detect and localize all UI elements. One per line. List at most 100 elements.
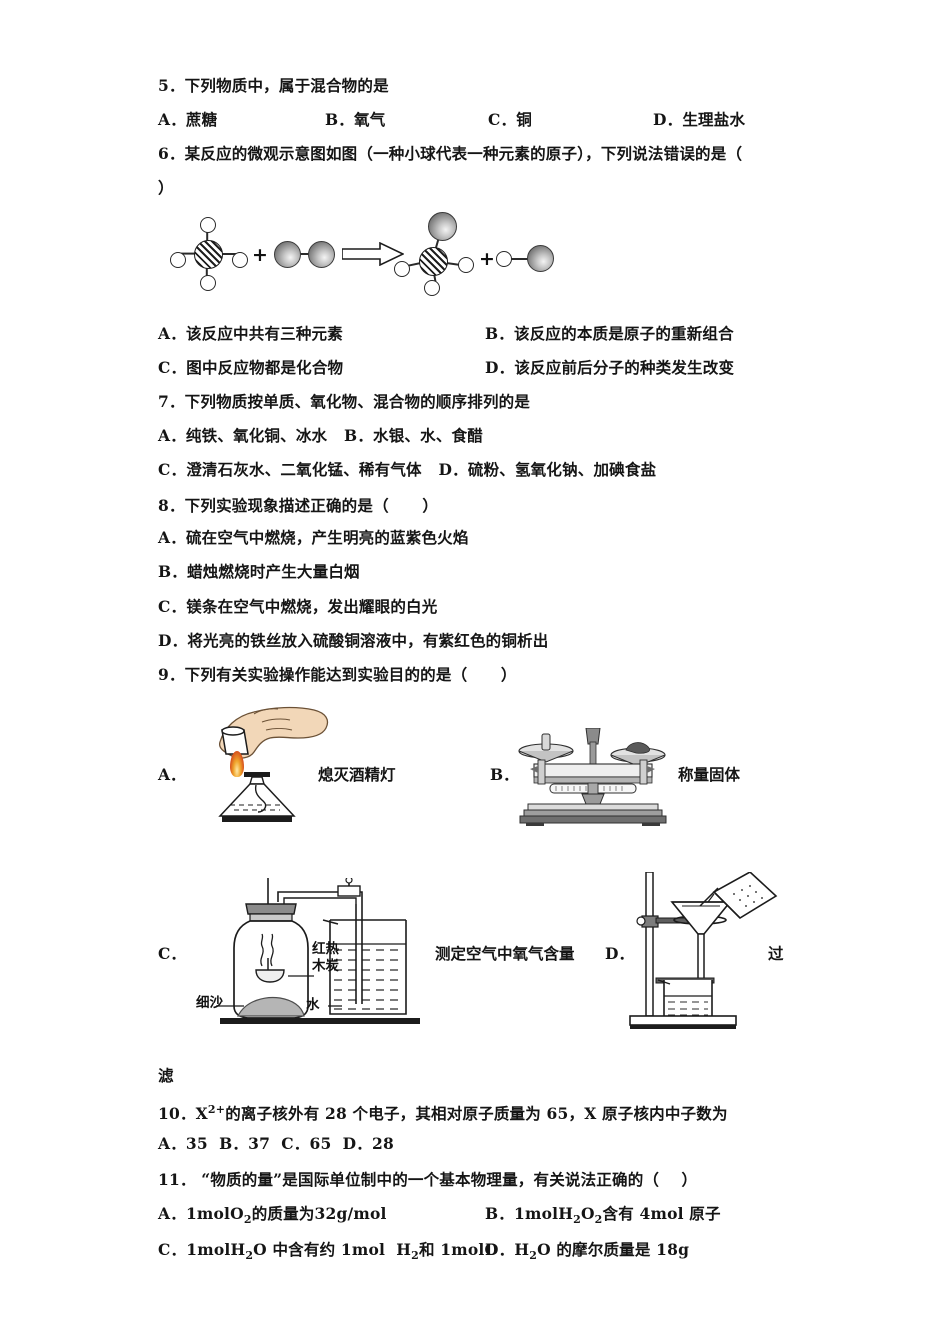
q8-option-a: A．硫在空气中燃烧，产生明亮的蓝紫色火焰 <box>158 528 469 548</box>
q5-option-c-text: 铜 <box>516 110 532 129</box>
plus-symbol-left: + <box>252 244 268 266</box>
q10-stem-prefix: 10．X <box>158 1104 208 1124</box>
q7-options-row-1: A．纯铁、氧化铜、冰水 B．水银、水、食醋 <box>158 426 483 445</box>
q6-option-b: B．该反应的本质是原子的重新组合 <box>485 324 734 344</box>
label-red-hot-charcoal: 红热 木炭 <box>312 941 339 974</box>
white-atom-p1-left <box>394 261 410 277</box>
q8-option-b-label: B． <box>158 562 188 581</box>
q5-option-a: A．蔗糖 <box>158 110 217 130</box>
q7-options-row-2: C．澄清石灰水、二氧化锰、稀有气体 D．硫粉、氢氧化钠、加碘食盐 <box>158 460 657 479</box>
q6-option-c-label: C． <box>158 358 187 377</box>
question-5-stem: 5．下列物质中，属于混合物的是 <box>158 76 389 95</box>
white-atom-r1-down <box>200 275 216 291</box>
q5-option-c: C．铜 <box>488 110 532 130</box>
alcohol-lamp-body <box>218 772 296 822</box>
q8-option-a-text: 硫在空气中燃烧，产生明亮的蓝紫色火焰 <box>185 528 469 547</box>
q6-option-d-label: D． <box>485 358 515 377</box>
q6-option-b-label: B． <box>485 324 515 343</box>
q5-option-b-label: B． <box>325 110 355 129</box>
q10-options-row: A．35 B．37 C．65 D．28 <box>158 1134 394 1153</box>
q11-option-c-text: 1molH2O 中含有约 1mol H2和 1molO <box>186 1240 499 1263</box>
q5-option-c-label: C． <box>488 110 517 129</box>
white-atom-p1-down <box>424 280 440 296</box>
question-6-stem-line2: ） <box>158 178 174 197</box>
q11-option-c: C．1molH2O 中含有约 1mol H2和 1molO <box>158 1240 498 1266</box>
question-7-stem: 7．下列物质按单质、氧化物、混合物的顺序排列的是 <box>158 392 531 411</box>
q8-option-c-text: 镁条在空气中燃烧，发出耀眼的白光 <box>186 597 438 616</box>
q5-option-a-label: A． <box>158 110 186 129</box>
microscopic-reaction-diagram: + + <box>170 212 554 296</box>
oxygen-apparatus-icon <box>216 876 420 1024</box>
q6-option-a-text: 该反应中共有三种元素 <box>185 324 343 343</box>
question-9-stem: 9．下列有关实验操作能达到实验目的的是（ ） <box>158 665 517 684</box>
label-fine-sand: 细沙 <box>196 995 223 1011</box>
alcohol-lamp-figure <box>208 702 333 824</box>
q9-option-c-caption: 测定空气中氧气含量 <box>435 944 575 963</box>
q11-option-d-label: D． <box>485 1240 515 1259</box>
q11-option-b: B．1molH2O2含有 4mol 原子 <box>485 1204 721 1230</box>
q9-option-b-label: B． <box>490 765 519 784</box>
balance-scale-icon <box>518 727 667 826</box>
q5-option-b: B．氧气 <box>325 110 385 130</box>
q11-option-a-text: 1molO2的质量为32g/mol <box>185 1204 387 1227</box>
q8-option-b-text: 蜡烛燃烧时产生大量白烟 <box>187 562 360 581</box>
gray-atom-p2 <box>527 245 554 272</box>
lamp-cap-icon <box>221 726 249 755</box>
q6-option-c: C．图中反应物都是化合物 <box>158 358 343 378</box>
q11-option-d-text: H2O 的摩尔质量是 18g <box>514 1240 690 1263</box>
reaction-arrow-icon <box>342 242 404 266</box>
q9-option-c-label: C． <box>158 944 186 963</box>
q8-option-a-label: A． <box>158 528 186 547</box>
question-10-stem: 10．X2+的离子核外有 28 个电子，其相对原子质量为 65，X 原子核内中子… <box>158 1100 728 1124</box>
bond-p2 <box>506 258 534 260</box>
q10-stem-rest: 的离子核外有 28 个电子，其相对原子质量为 65，X 原子核内中子数为 <box>225 1104 728 1124</box>
white-atom-r1-right <box>232 252 248 268</box>
q6-option-d: D．该反应前后分子的种类发生改变 <box>485 358 734 378</box>
q8-option-c: C．镁条在空气中燃烧，发出耀眼的白光 <box>158 597 437 617</box>
q9-option-a-label: A． <box>158 765 186 784</box>
q5-option-a-text: 蔗糖 <box>185 110 218 129</box>
q9-option-a-caption: 熄灭酒精灯 <box>318 765 396 784</box>
gray-atom-p1-top <box>428 212 457 241</box>
q5-option-d-text: 生理盐水 <box>682 110 746 129</box>
q9-option-d-label: D． <box>605 944 634 963</box>
question-8-stem: 8．下列实验现象描述正确的是（ ） <box>158 496 439 515</box>
hatched-atom-reactant <box>194 240 223 269</box>
q8-option-d-text: 将光亮的铁丝放入硫酸铜溶液中，有紫红色的铜析出 <box>187 631 549 650</box>
q8-option-d: D．将光亮的铁丝放入硫酸铜溶液中，有紫红色的铜析出 <box>158 631 548 651</box>
filtration-apparatus-icon <box>629 871 778 1029</box>
q11-option-b-label: B． <box>485 1204 515 1223</box>
q5-option-d-label: D． <box>653 110 683 129</box>
label-water: 水 <box>306 997 320 1013</box>
q6-option-b-text: 该反应的本质是原子的重新组合 <box>514 324 734 343</box>
filtration-figure <box>628 871 788 1030</box>
question-6-stem-line1: 6．某反应的微观示意图如图（一种小球代表一种元素的原子），下列说法错误的是（ <box>158 144 743 163</box>
q6-option-c-text: 图中反应物都是化合物 <box>186 358 344 377</box>
balance-scale-figure <box>518 727 668 826</box>
q11-option-a-label: A． <box>158 1204 186 1223</box>
gray-atom-r2-b <box>308 241 335 268</box>
q10-stem-superscript: 2+ <box>207 1103 226 1116</box>
q6-option-d-text: 该反应前后分子的种类发生改变 <box>514 358 735 377</box>
bond-r2 <box>285 253 321 255</box>
q5-option-b-text: 氧气 <box>354 110 386 129</box>
q8-option-c-label: C． <box>158 597 187 616</box>
q11-option-c-label: C． <box>158 1240 187 1259</box>
white-atom-r1-up <box>200 217 216 233</box>
q11-option-d: D．H2O 的摩尔质量是 18g <box>485 1240 689 1266</box>
oxygen-content-figure: 细沙 红热 木炭 水 <box>196 876 425 1030</box>
q8-option-d-label: D． <box>158 631 188 650</box>
hatched-atom-product <box>419 247 448 276</box>
white-atom-p1-right <box>458 257 474 273</box>
q9-option-d-caption: 过 <box>768 944 784 963</box>
q8-option-b: B．蜡烛燃烧时产生大量白烟 <box>158 562 360 582</box>
q6-option-a: A．该反应中共有三种元素 <box>158 324 343 344</box>
question-11-stem: 11． “物质的量”是国际单位制中的一个基本物理量，有关说法正确的（ ） <box>158 1170 698 1189</box>
white-atom-r1-left <box>170 252 186 268</box>
flame-icon <box>230 751 244 777</box>
white-atom-p2 <box>496 251 512 267</box>
gray-atom-r2-a <box>274 241 301 268</box>
q9-option-b-caption: 称量固体 <box>678 765 741 784</box>
q6-option-a-label: A． <box>158 324 186 343</box>
